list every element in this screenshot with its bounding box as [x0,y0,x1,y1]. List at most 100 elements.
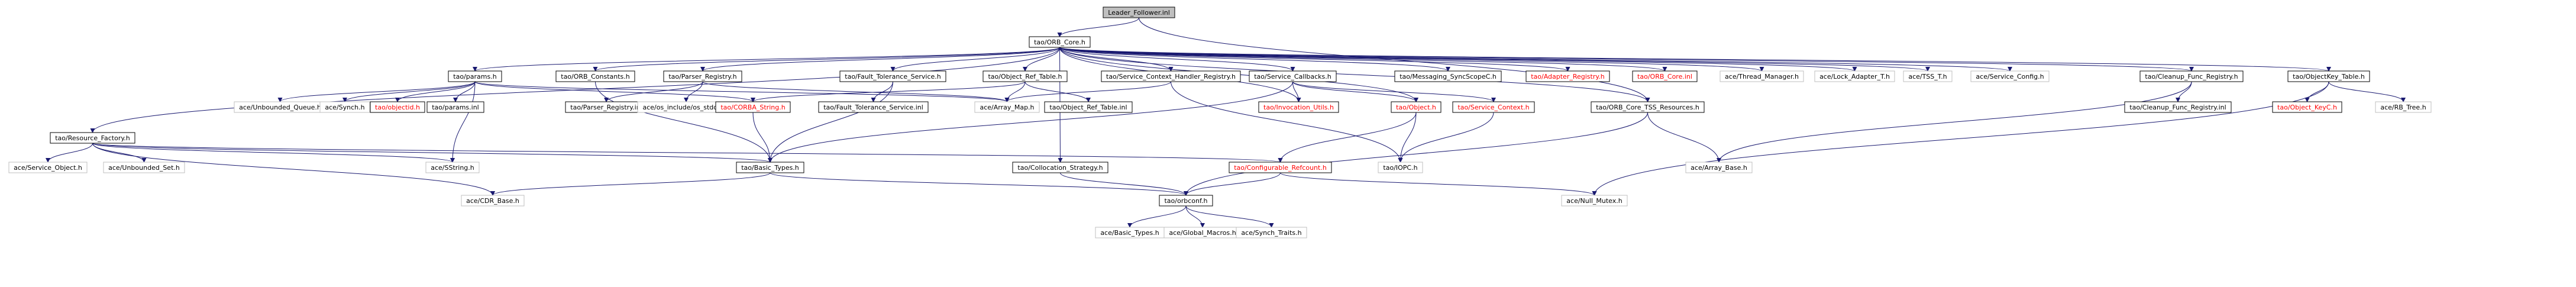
node-svcobject: ace/Service_Object.h [8,162,88,173]
node-label: ace/Basic_Types.h [1100,229,1159,237]
node-box [1236,227,1307,238]
node-box [1903,70,1953,82]
node-cdrbase: ace/CDR_Base.h [461,195,525,207]
edge-orbcore-to-tssres [1059,47,1650,102]
node-box [555,70,635,82]
node-objreftable[interactable]: tao/Object_Ref_Table.h [982,70,1068,82]
node-box [1452,101,1535,113]
node-invocationutils[interactable]: tao/Invocation_Utils.h [1258,101,1339,113]
node-label: ace/Global_Macros.h [1169,229,1236,237]
node-taoobject[interactable]: tao/Object.h [1391,101,1441,113]
node-label: ace/Null_Mutex.h [1566,197,1622,205]
edge-objkeytable-to-rbtree [2328,81,2406,102]
edge-cleanupreg-to-arraybase [1717,81,2192,163]
node-orbcore[interactable]: tao/ORB_Core.h [1029,36,1091,48]
edge-orbcore-to-adapterreg [1059,47,1570,72]
node-adapterreg[interactable]: tao/Adapter_Registry.h [1525,70,1610,82]
edge-resfactory-to-basictypes [92,143,773,163]
node-cleanupreginl[interactable]: tao/Cleanup_Func_Registry.inl [2124,101,2232,113]
node-paramsinl[interactable]: tao/params.inl [426,101,484,113]
node-leader: Leader_Follower.inl [1103,7,1175,18]
node-label: tao/Service_Callbacks.h [1254,73,1331,80]
node-objkeytable[interactable]: tao/ObjectKey_Table.h [2287,70,2370,82]
node-arraymap: ace/Array_Map.h [974,101,1040,113]
node-label: tao/Configurable_Refcount.h [1234,164,1327,172]
edge-params-to-objectid [395,81,476,102]
node-label: tao/ObjectKey_Table.h [2293,73,2365,80]
node-box [1970,70,2050,82]
edge-objreftable-to-corbastring [751,81,1026,102]
edge-corbastring-to-basictypes [752,112,773,163]
edge-parserreg-to-stddef [684,81,703,102]
graph-edges [46,17,2406,228]
node-label: ace/Thread_Manager.h [1725,73,1799,80]
node-svccallbacks[interactable]: tao/Service_Callbacks.h [1249,70,1337,82]
node-svccontext[interactable]: tao/Service_Context.h [1452,101,1535,113]
edge-params-to-corbastring [474,81,755,102]
node-orbconf[interactable]: tao/orbconf.h [1159,195,1213,207]
edge-objkeytable-to-objectkeyc [2304,81,2329,102]
edge-configrefcount-to-orbconf [1184,172,1281,196]
node-parserreginl[interactable]: tao/Parser_Registry.inl [565,101,648,113]
node-resfactory[interactable]: tao/Resource_Factory.h [50,132,135,144]
edge-svccallbacks-to-basictypes [768,81,1293,163]
node-configrefcount[interactable]: tao/Configurable_Refcount.h [1229,162,1332,173]
node-objreftableinl[interactable]: tao/Object_Ref_Table.inl [1044,101,1133,113]
node-box [839,70,946,82]
edge-orbcore-to-parserreg [700,47,1060,72]
node-corbastring[interactable]: tao/CORBA_String.h [715,101,791,113]
node-scxreg[interactable]: tao/Service_Context_Handler_Registry.h [1101,70,1241,82]
edge-orbcore-to-tsst [1059,47,1930,72]
node-box [426,101,484,113]
node-box [715,101,791,113]
edge-objreftable-to-objreftableinl [1024,81,1091,102]
node-params[interactable]: tao/params.h [448,70,502,82]
node-box [1101,70,1241,82]
node-label: ace/TSS_T.h [1908,73,1947,80]
node-collocation[interactable]: tao/Collocation_Strategy.h [1012,162,1108,173]
node-objectkeyc[interactable]: tao/Object_KeyC.h [2272,101,2342,113]
edge-orbconf-to-globalmacros [1185,205,1205,228]
node-ftservice[interactable]: tao/Fault_Tolerance_Service.h [839,70,946,82]
edge-orbconf-to-synchtraits [1185,205,1274,228]
node-label: tao/ORB_Core.h [1034,38,1085,46]
edge-orbconf-to-acebasictypes [1127,205,1187,228]
node-orbconst[interactable]: tao/ORB_Constants.h [555,70,635,82]
node-messaging[interactable]: tao/Messaging_SyncScopeC.h [1394,70,1502,82]
node-label: tao/ORB_Constants.h [561,73,630,80]
node-tssres[interactable]: tao/ORB_Core_TSS_Resources.h [1591,101,1705,113]
node-cleanupreg[interactable]: tao/Cleanup_Func_Registry.h [2139,70,2244,82]
edge-params-to-acesynch [342,81,476,102]
node-threadmgr: ace/Thread_Manager.h [1720,70,1804,82]
edge-params-to-paramsinl [453,81,476,102]
node-box [818,101,929,113]
node-objectid[interactable]: tao/objectid.h [370,101,425,113]
node-box [736,162,804,173]
node-box [2375,101,2432,113]
node-label: tao/Collocation_Strategy.h [1017,164,1103,172]
node-box [974,101,1040,113]
edge-parserreg-to-arraymap [702,81,1010,102]
node-label: ace/Synch_Traits.h [1241,229,1301,237]
edge-orbconst-to-basictypes [595,81,773,163]
node-box [2287,70,2370,82]
node-unbset: ace/Unbounded_Set.h [103,162,185,173]
node-label: tao/Object.h [1396,104,1436,111]
node-box [2139,70,2244,82]
node-acesynch: ace/Synch.h [319,101,370,113]
edge-orbcore-to-ftservice [890,47,1060,72]
node-acebasictypes: ace/Basic_Types.h [1095,227,1165,238]
node-box [1591,101,1705,113]
node-ftserviceinl[interactable]: tao/Fault_Tolerance_Service.inl [818,101,929,113]
node-label: tao/params.inl [432,104,479,111]
node-label: tao/Service_Context.h [1457,104,1529,111]
node-label: tao/Object_Ref_Table.inl [1049,104,1127,111]
node-basictypes[interactable]: tao/Basic_Types.h [736,162,804,173]
edge-orbcore-to-threadmgr [1059,47,1764,72]
node-box [1249,70,1337,82]
node-parserreg[interactable]: tao/Parser_Registry.h [663,70,742,82]
node-sstring: ace/SString.h [425,162,480,173]
node-svcconfig: ace/Service_Config.h [1970,70,2050,82]
node-orbcoreinl[interactable]: tao/ORB_Core.inl [1632,70,1698,82]
